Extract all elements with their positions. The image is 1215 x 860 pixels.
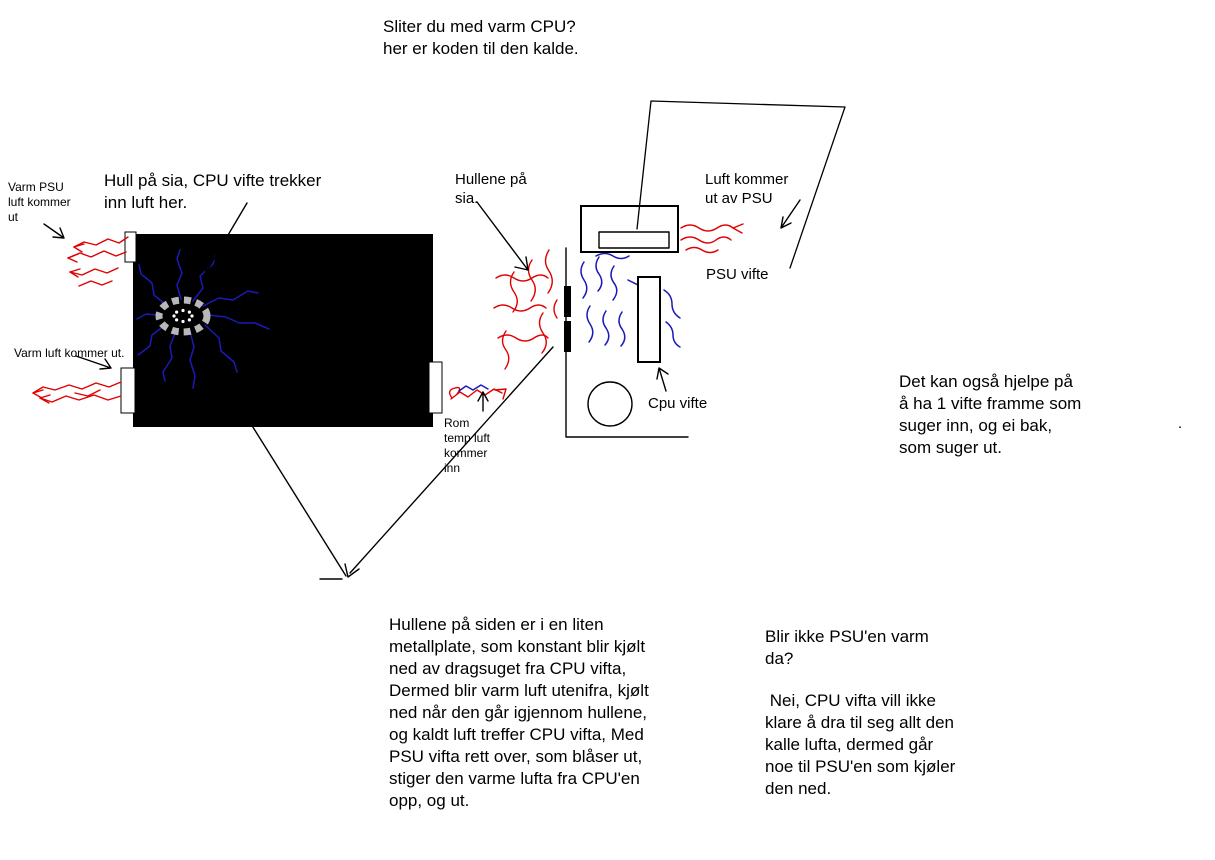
warm-air-top-left-squiggles <box>67 236 129 287</box>
arrow-hull-pa-sia <box>204 202 248 275</box>
case-side-panel-image <box>120 231 443 427</box>
hole-plate-upper <box>564 286 571 317</box>
arrow-varm-luft <box>75 355 112 370</box>
annotation-arrows <box>43 100 846 580</box>
label-hull-pa-sia: Hull på sia, CPU vifte trekker inn luft … <box>104 171 322 212</box>
vent-right <box>428 361 443 414</box>
label-luft-ut-av-psu: Luft kommer ut av PSU <box>705 171 789 207</box>
vent-top-left <box>124 231 137 263</box>
label-psu-vifte: PSU vifte <box>706 266 769 283</box>
warm-air-outside-holes <box>493 249 558 370</box>
label-rom-temp-luft: Rom temp luft kommer inn <box>444 416 491 475</box>
front-fan-circle <box>587 381 633 427</box>
cpu-fan-rect <box>637 276 661 363</box>
case-interior-outline <box>564 205 689 438</box>
psu-vent-rect <box>598 231 670 249</box>
answer-psu-warm: Nei, CPU vifta vill ikke klare å dra til… <box>765 691 956 798</box>
paragraph-holes-explanation: Hullene på siden er i en liten metallpla… <box>389 615 649 810</box>
arrow-luft-ut-av-psu <box>780 199 801 229</box>
cpu-fan-icon <box>136 249 270 389</box>
vent-bottom-left <box>120 367 136 414</box>
note-front-back-fans: Det kan også hjelpe på å ha 1 vifte fram… <box>899 372 1082 457</box>
arrow-hullene-pa-sia <box>476 201 529 271</box>
arrow-rom-temp <box>477 391 489 412</box>
cool-air-inside-case <box>580 252 681 348</box>
pointer-psu-vifte <box>636 100 846 269</box>
warm-air-psu-exhaust <box>680 223 744 254</box>
label-varm-psu-luft: Varm PSU luft kommer ut <box>8 180 71 224</box>
fan-airflow-streaks <box>136 249 270 389</box>
room-temp-air-squiggle <box>448 384 507 400</box>
stray-dot: . <box>1178 415 1183 432</box>
arrow-cpu-vifte <box>656 367 669 392</box>
hole-plate-lower <box>564 321 571 352</box>
arrow-varm-psu <box>43 223 65 239</box>
arrow-fan-and-holes-to-paragraph <box>195 335 554 580</box>
page-title: Sliter du med varm CPU? her er koden til… <box>383 17 579 58</box>
label-varm-luft: Varm luft kommer ut. <box>14 346 125 360</box>
psu-box <box>580 205 679 253</box>
label-cpu-vifte: Cpu vifte <box>648 395 708 412</box>
warm-air-lower-left-squiggles <box>32 381 122 404</box>
label-hullene-pa-sia: Hullene på sia. <box>455 171 527 207</box>
question-psu-warm: Blir ikke PSU'en varm da? <box>765 627 929 668</box>
fan-hub-dots <box>172 308 194 324</box>
